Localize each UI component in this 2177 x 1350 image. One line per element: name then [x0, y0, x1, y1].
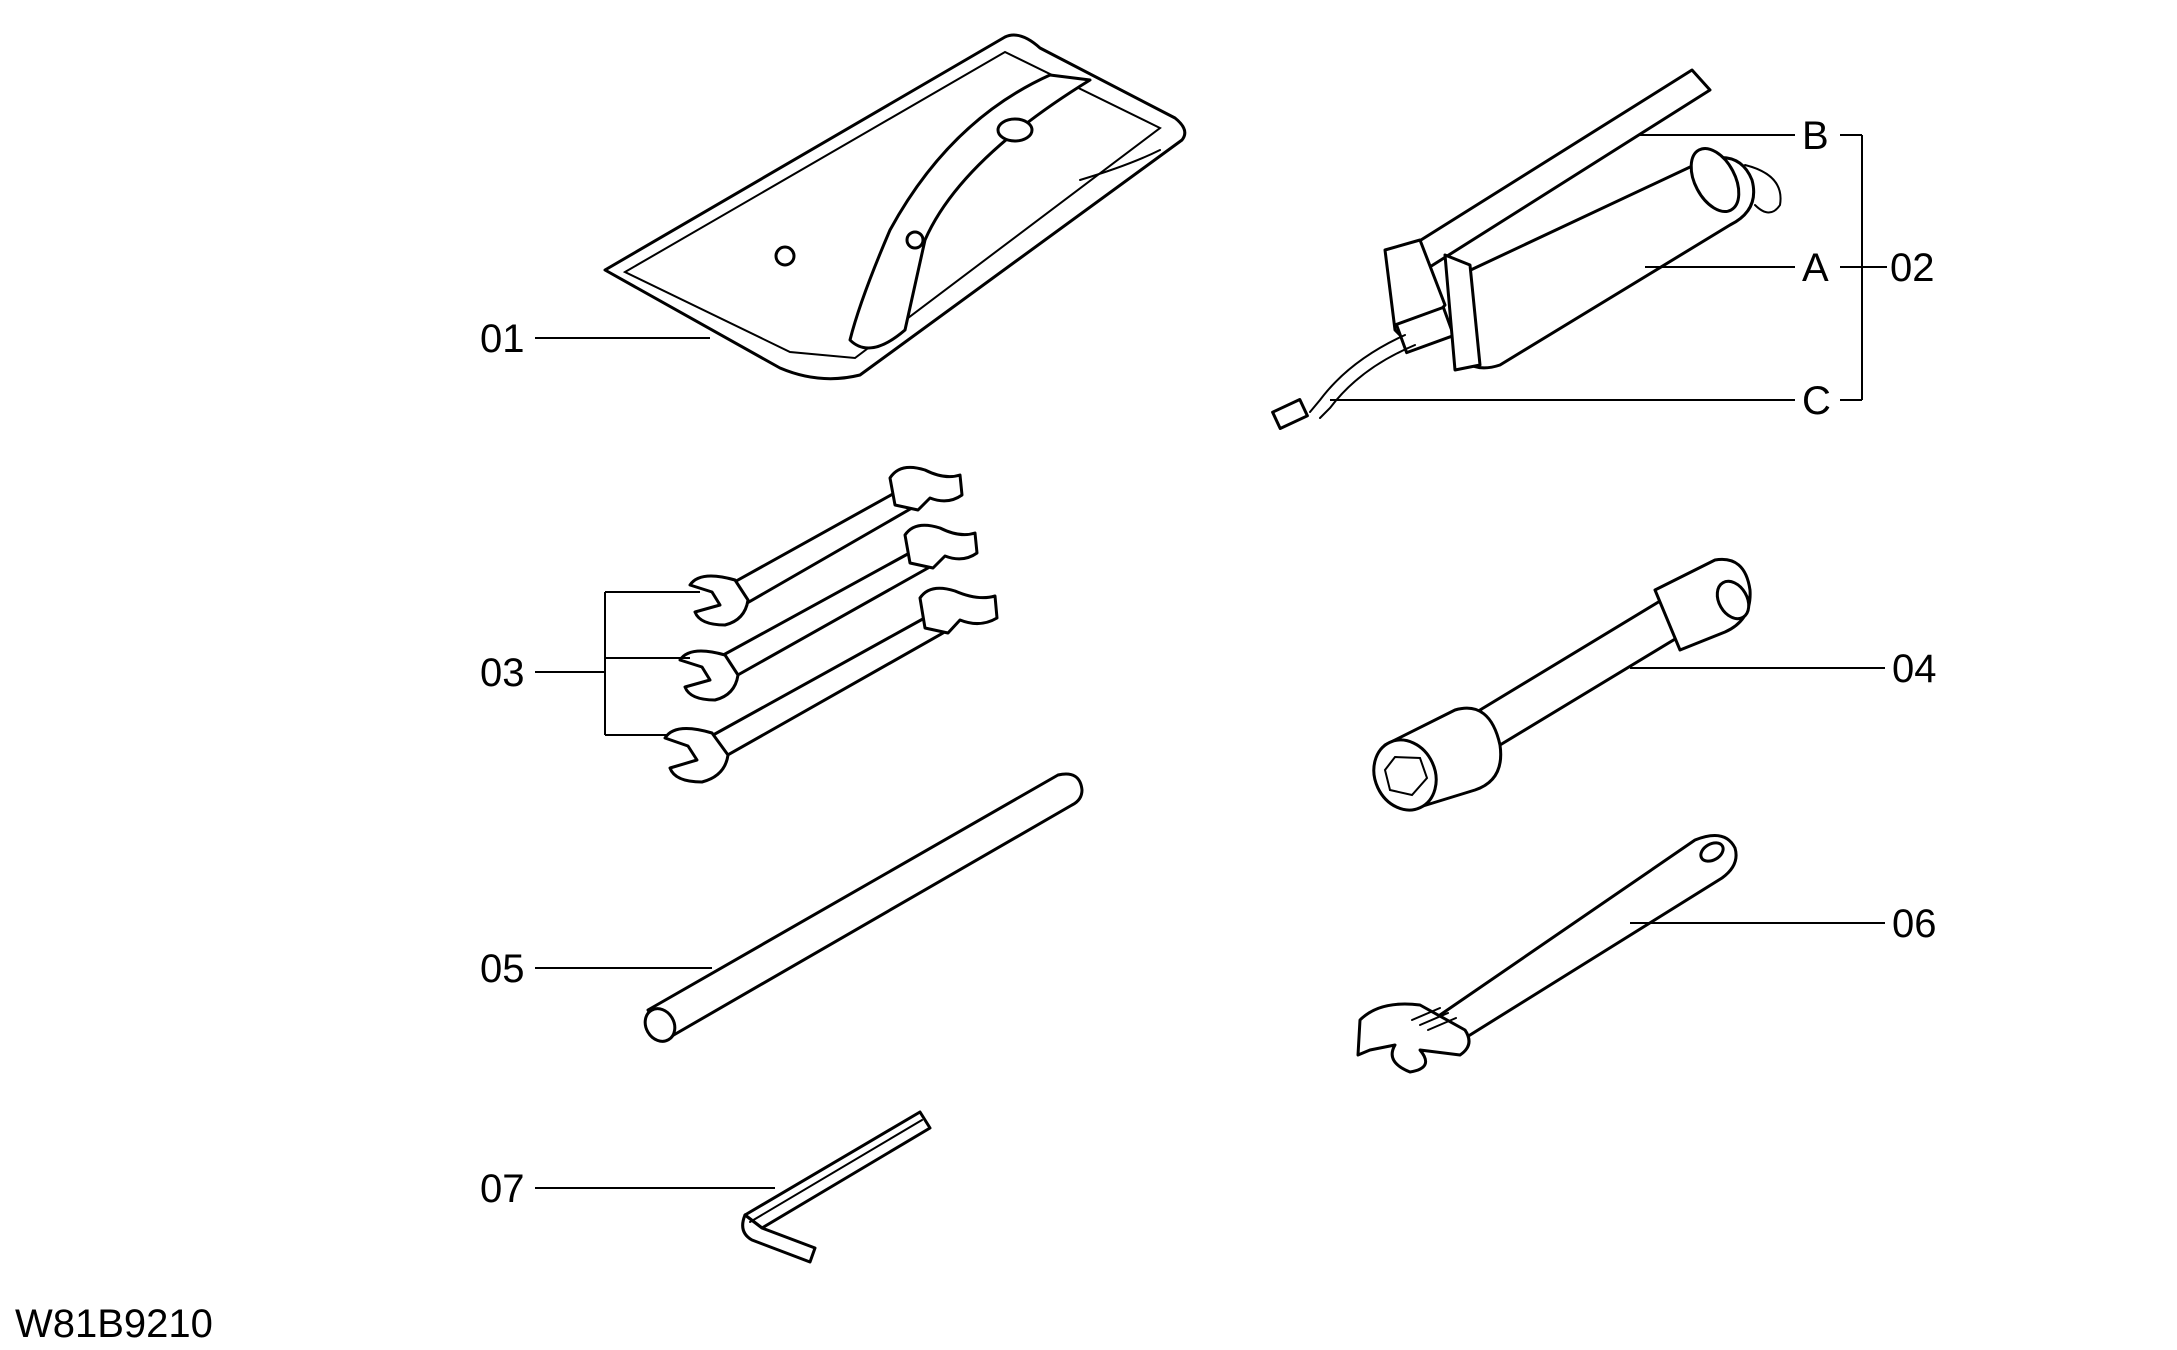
wrench-set-drawing [663, 465, 999, 784]
adjustable-wrench-drawing [1356, 834, 1738, 1074]
callout-02: 02 [1890, 246, 1935, 290]
callout-02-b: B [1802, 114, 1829, 158]
callout-01: 01 [480, 317, 525, 361]
tool-bag-drawing [603, 33, 1187, 381]
tommy-bar-drawing [643, 772, 1084, 1043]
diagram-code: W81B9210 [15, 1302, 213, 1346]
callout-03: 03 [480, 651, 525, 695]
callout-06: 06 [1892, 902, 1937, 946]
callout-05: 05 [480, 947, 525, 991]
hex-key-drawing [741, 1110, 932, 1264]
callout-04: 04 [1892, 647, 1937, 691]
grease-gun-drawing [1271, 68, 1782, 430]
callout-07: 07 [480, 1167, 525, 1211]
callout-02-c: C [1802, 379, 1831, 423]
box-spanner-drawing [1372, 557, 1752, 812]
callout-02-a: A [1802, 246, 1829, 290]
